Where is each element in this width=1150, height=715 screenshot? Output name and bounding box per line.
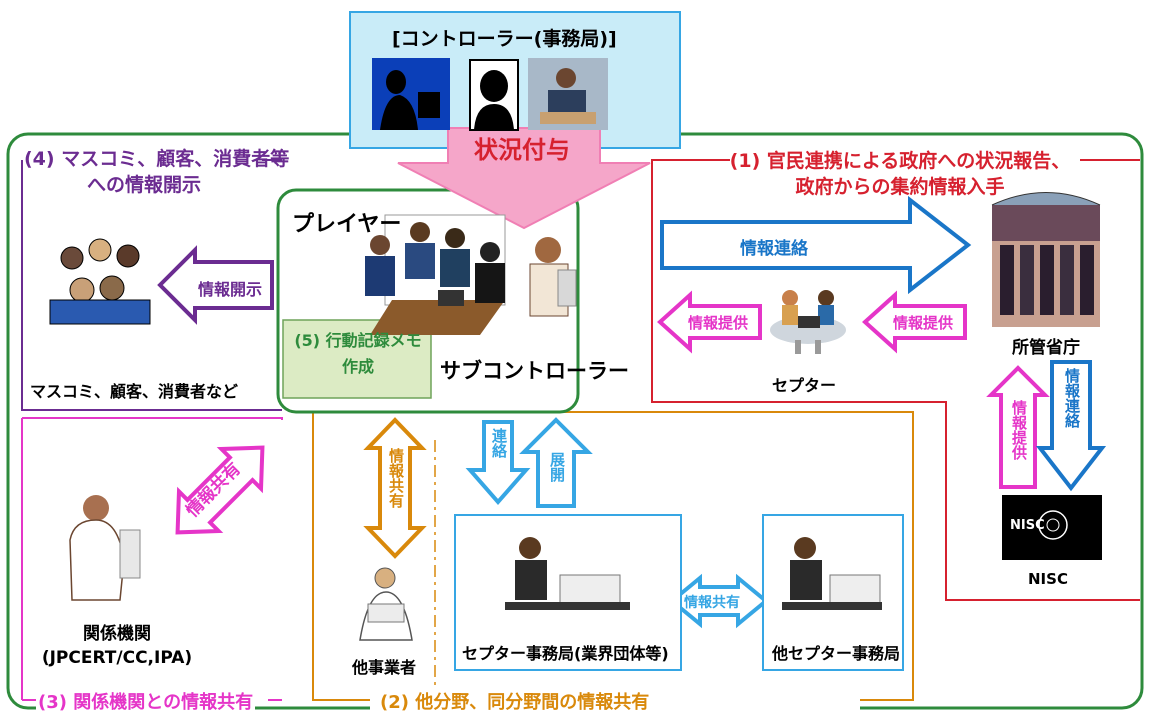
provide-left-label: 情報提供: [688, 314, 749, 332]
other-office-label: 他セプター事務局: [772, 644, 901, 663]
orange-share-label: 情報共有: [387, 448, 405, 508]
section4-title: (4) マスコミ、顧客、消費者等 への情報開示: [24, 148, 290, 196]
sub-controller-label: サブコントローラー: [440, 359, 629, 383]
horizontal-share-label: 情報共有: [684, 595, 740, 611]
provide-right-arrow: [862, 290, 967, 354]
section3-frame: [22, 417, 283, 420]
send-arrow: [660, 195, 972, 295]
ceptoar-office-label: セプター事務局(業界団体等): [462, 644, 669, 663]
section1-title: (1) 官民連携による政府への状況報告、 政府からの集約情報入手: [729, 150, 1071, 198]
org-person-icon: [69, 495, 141, 601]
controller-icons: [372, 58, 608, 131]
situation-arrow: [397, 127, 651, 230]
disclose-label: 情報開示: [198, 280, 263, 299]
disclose-arrow: [157, 245, 274, 325]
section2-title: (2) 他分野、同分野間の情報共有: [380, 692, 650, 713]
ceptoar-label: セプター: [772, 376, 837, 395]
situation-label: 状況付与: [474, 136, 570, 164]
office-worker-icon: [505, 537, 630, 610]
provide-right-label: 情報提供: [893, 314, 954, 332]
contact-label: 連絡: [490, 428, 508, 458]
nisc-logo-text: NISC: [1010, 518, 1045, 533]
vertical-provide-arrow: [986, 365, 1050, 489]
orange-share-arrow: [363, 417, 427, 559]
diagonal-share-arrow: [175, 445, 265, 535]
other-office-worker-icon: [782, 537, 882, 610]
vertical-send-label: 情報連絡: [1063, 368, 1081, 428]
deploy-arrow: [519, 417, 593, 508]
player-scene-icon: [365, 214, 577, 335]
ministry-label: 所管省庁: [1012, 338, 1080, 358]
controller-title: [コントローラー(事務局)]: [392, 28, 617, 50]
ceptoar-office-box: [454, 514, 682, 671]
ministry-building-icon: [991, 192, 1101, 327]
send-label: 情報連絡: [740, 239, 808, 259]
deploy-label: 展開: [548, 452, 566, 482]
org-label: 関係機関 (JPCERT/CC,IPA): [41, 624, 193, 668]
provide-left-arrow: [657, 290, 762, 354]
other-business-label: 他事業者: [352, 658, 417, 677]
media-people-icon: [49, 238, 151, 325]
contact-arrow: [465, 420, 531, 506]
vertical-provide-label: 情報提供: [1010, 400, 1028, 460]
vertical-send-arrow: [1035, 360, 1107, 492]
other-business-icon: [359, 567, 413, 641]
nisc-logo-icon: [1002, 495, 1102, 560]
nisc-label: NISC: [1028, 570, 1068, 588]
player-label: プレイヤー: [292, 212, 402, 237]
media-label: マスコミ、顧客、消費者など: [30, 382, 239, 401]
memo-label: (5) 行動記録メモ 作成: [294, 331, 422, 376]
section4-frame: [21, 160, 282, 411]
section3-title: (3) 関係機関との情報共有: [36, 688, 256, 714]
ceptoar-group-icon: [770, 290, 846, 354]
